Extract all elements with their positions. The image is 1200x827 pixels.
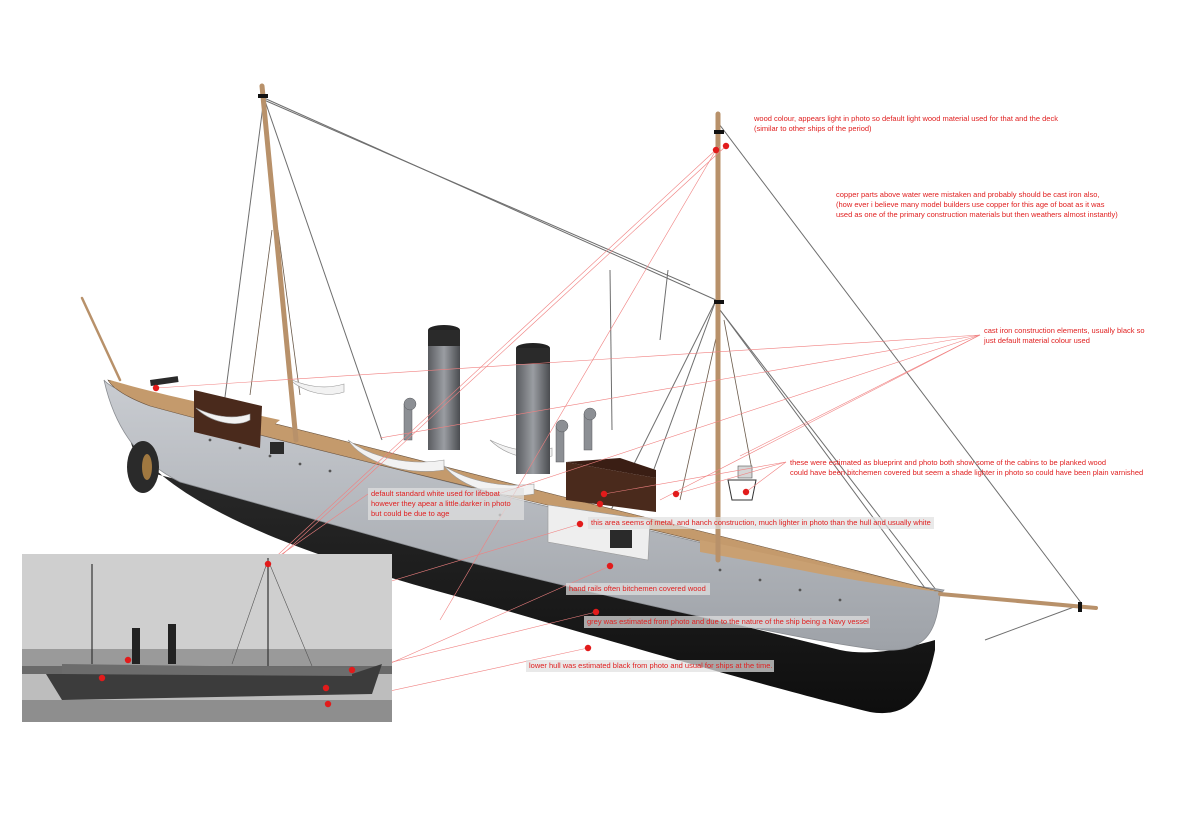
bow-deck (700, 540, 942, 592)
propeller-hub (142, 454, 152, 480)
deck-guns (150, 376, 632, 548)
mast-bands (258, 94, 1082, 612)
annotation-markers (152, 142, 750, 652)
masts (80, 83, 1098, 610)
reference-photo (22, 554, 392, 722)
reference-photo-image (22, 554, 392, 722)
ratlines (249, 229, 753, 501)
note-grey: grey was estimated from photo and due to… (584, 616, 870, 628)
ventilators (403, 397, 597, 463)
searchlight (727, 465, 757, 501)
note-metal-area: this area seems of metal, and hanch cons… (588, 517, 934, 529)
wood-cabin-roof (566, 458, 656, 478)
note-cabins: these were estimated as blueprint and ph… (790, 458, 1144, 477)
wood-cabin-bridge (566, 462, 656, 512)
note-hand-rails: hand rails often bitchemen covered wood (566, 583, 710, 595)
note-lifeboat: default standard white used for lifeboat… (368, 488, 524, 520)
funnels (428, 325, 550, 474)
note-cast-iron: cast iron construction elements, usually… (984, 326, 1145, 345)
note-copper-parts: copper parts above water were mistaken a… (836, 190, 1118, 219)
note-lower-hull: lower hull was estimated black from phot… (526, 660, 774, 672)
note-wood-colour: wood colour, appears light in photo so d… (754, 114, 1058, 133)
